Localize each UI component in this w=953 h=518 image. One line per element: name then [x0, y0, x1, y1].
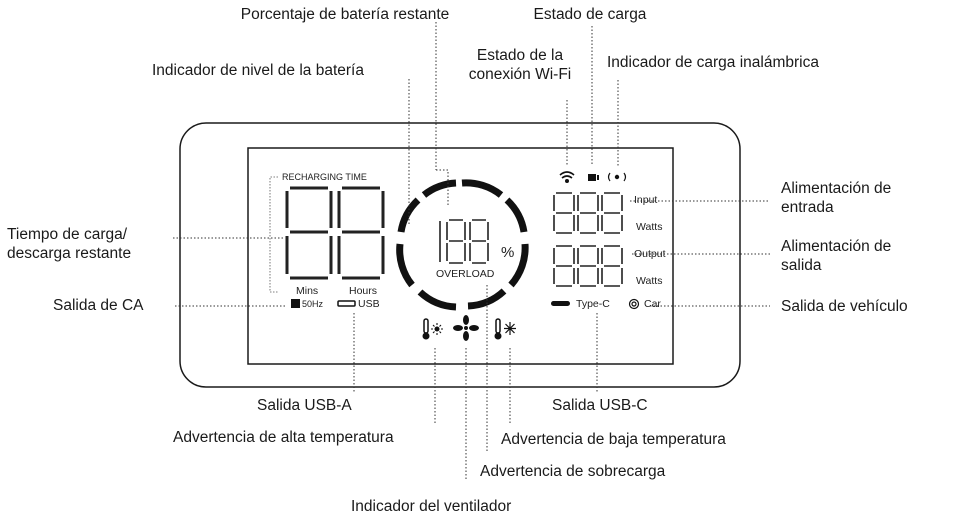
car-label: Car	[644, 298, 661, 310]
leader-lines	[173, 22, 770, 480]
battery-ring	[396, 179, 529, 311]
recharging-time-label: RECHARGING TIME	[282, 172, 367, 182]
callout-output-power: Alimentación de salida	[781, 238, 892, 274]
callout-fan-indicator: Indicador del ventilador	[351, 498, 512, 515]
callout-usb-c-output: Salida USB-C	[552, 397, 648, 414]
time-digit-2	[337, 186, 385, 280]
high-temp-icon	[422, 318, 443, 340]
type-c-label: Type-C	[576, 298, 610, 310]
callout-wireless-charging: Indicador de carga inalámbrica	[607, 54, 819, 71]
percent-sign: %	[501, 244, 515, 261]
percentage-digits	[439, 219, 489, 264]
input-watts-label: Watts	[636, 221, 663, 233]
usb-label: USB	[358, 298, 380, 310]
output-label: Output	[634, 248, 666, 260]
low-temp-icon	[494, 318, 516, 340]
time-digit-1	[285, 186, 333, 280]
hz-label: 50Hz	[302, 299, 324, 309]
input-label: Input	[634, 194, 658, 206]
callout-high-temp-warning: Advertencia de alta temperatura	[173, 429, 394, 446]
callout-battery-percentage: Porcentaje de batería restante	[240, 6, 450, 23]
recharging-time-bracket	[269, 176, 278, 293]
time-digits	[285, 186, 385, 280]
output-digits	[553, 245, 623, 287]
output-watts-label: Watts	[636, 275, 663, 287]
callout-overload-warning: Advertencia de sobrecarga	[480, 463, 666, 480]
overload-label: OVERLOAD	[436, 268, 495, 280]
charging-status-icon	[588, 174, 599, 181]
callout-ac-output: Salida de CA	[53, 297, 144, 314]
fan-icon	[453, 315, 479, 341]
callout-usb-a-output: Salida USB-A	[257, 397, 352, 414]
callout-input-power: Alimentación de entrada	[781, 180, 892, 216]
callout-battery-level: Indicador de nivel de la batería	[152, 62, 364, 79]
mins-label: Mins	[296, 285, 319, 297]
input-digits	[553, 192, 623, 234]
callout-charging-status: Estado de carga	[533, 6, 647, 23]
callout-low-temp-warning: Advertencia de baja temperatura	[501, 431, 726, 448]
hours-label: Hours	[349, 285, 378, 297]
wireless-charging-icon	[607, 172, 627, 182]
callout-car-output: Salida de vehículo	[781, 298, 908, 315]
lcd-screen	[247, 147, 674, 365]
device-outer-frame	[179, 122, 741, 388]
ac-outlet-icon	[291, 299, 300, 308]
callout-wifi-status: Estado de la conexión Wi-Fi	[468, 47, 572, 83]
wifi-icon	[559, 171, 575, 184]
car-output-icon	[628, 298, 640, 310]
type-c-icon	[551, 301, 570, 306]
usb-a-icon	[337, 300, 356, 307]
callout-recharge-time: Tiempo de carga/ descarga restante	[7, 226, 132, 262]
